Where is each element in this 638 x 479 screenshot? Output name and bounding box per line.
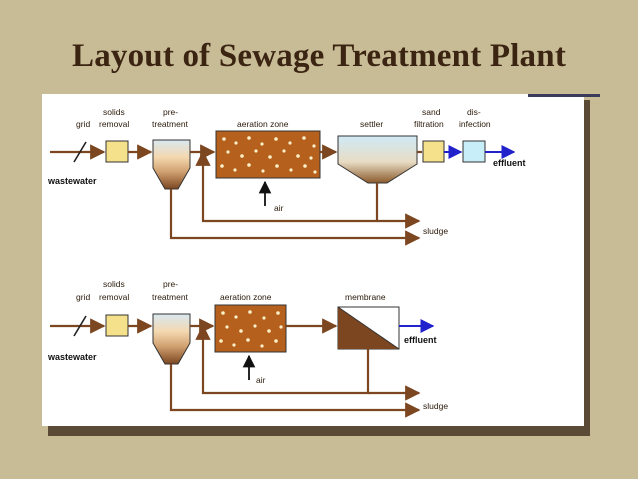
effluent-label: effluent [404, 335, 437, 345]
pretreatment-label-2: treatment [152, 119, 189, 129]
sludge-label: sludge [423, 226, 448, 236]
aeration-zone-label: aeration zone [237, 119, 289, 129]
aeration-bubbles [219, 310, 283, 348]
pretreatment-label-1: pre- [163, 107, 178, 117]
grid-label: grid [76, 292, 90, 302]
disinfection-label-2: infection [459, 119, 491, 129]
pretreatment-tank [152, 313, 191, 365]
settler-tank [337, 135, 418, 184]
aeration-bubbles [220, 136, 317, 174]
pretreatment-label-2: treatment [152, 292, 189, 302]
return-sludge-line [195, 150, 379, 223]
sand-filtration-label-2: filtration [414, 119, 444, 129]
disinfection-unit [462, 140, 486, 163]
solids-removal-label-2: removal [99, 119, 129, 129]
grid-bar [73, 141, 87, 163]
aeration-zone-label: aeration zone [220, 292, 272, 302]
disinfection-label-1: dis- [467, 107, 481, 117]
solids-removal-label-1: solids [103, 107, 125, 117]
solids-removal-label-2: removal [99, 292, 129, 302]
effluent-label: effluent [493, 158, 526, 168]
return-sludge-line [195, 324, 370, 395]
sand-filtration-unit [422, 140, 445, 163]
primary-sludge-line [169, 364, 421, 418]
pretreatment-tank [152, 139, 191, 190]
membrane-label: membrane [345, 292, 386, 302]
wastewater-label: wastewater [47, 352, 97, 362]
grid-label: grid [76, 119, 90, 129]
membrane-barrier [337, 306, 400, 350]
sludge-label: sludge [423, 401, 448, 411]
diagram-conventional: grid solids removal pre- treatment aerat… [47, 107, 526, 246]
solids-removal-unit [105, 140, 129, 163]
settler-label: settler [360, 119, 383, 129]
solids-removal-label-1: solids [103, 279, 125, 289]
sand-filtration-label-1: sand [422, 107, 441, 117]
solids-removal-unit [105, 314, 129, 337]
air-label: air [256, 375, 266, 385]
air-label: air [274, 203, 284, 213]
diagram-membrane: solids grid removal pre- treatment aerat… [47, 279, 448, 418]
pretreatment-label-1: pre- [163, 279, 178, 289]
primary-sludge-line [169, 189, 421, 246]
slide-title: Layout of Sewage Treatment Plant [71, 38, 567, 74]
grid-bar [73, 315, 87, 337]
wastewater-label: wastewater [47, 176, 97, 186]
panel-accent-line [528, 94, 600, 97]
